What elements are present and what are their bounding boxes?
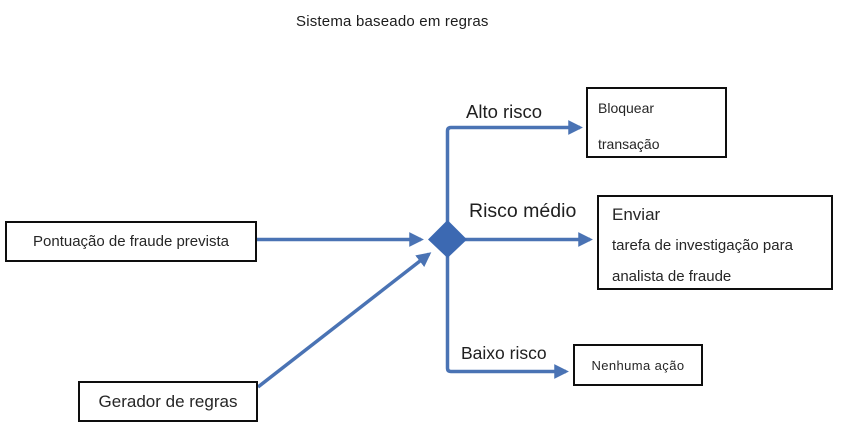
node-bloquear-line-2: transação <box>598 136 660 152</box>
node-nenhuma-label: Nenhuma ação <box>591 357 685 373</box>
node-gerador-label: Gerador de regras <box>98 391 238 411</box>
connector-decision-to-nenhuma <box>445 256 569 379</box>
edge-label-alto-risco: Alto risco <box>466 101 543 122</box>
diagram-title: Sistema baseado em regras <box>296 13 489 30</box>
node-pontuacao: Pontuação de fraude prevista <box>5 221 257 262</box>
node-pontuacao-label: Pontuação de fraude prevista <box>33 233 229 250</box>
node-enviar-line-2: tarefa de investigação para <box>612 237 793 254</box>
connector-gerador-to-decision <box>256 252 432 389</box>
node-enviar-line-3: analista de fraude <box>612 268 732 285</box>
node-nenhuma-acao: Nenhuma ação <box>573 344 703 386</box>
node-enviar-line-1: Enviar <box>612 205 661 224</box>
edge-label-baixo-risco: Baixo risco <box>461 343 547 363</box>
edge-label-risco-medio: Risco médio <box>469 200 577 222</box>
node-bloquear-transacao: Bloquear transação <box>586 87 727 158</box>
connector-decision-to-bloquear <box>445 120 583 222</box>
decision-diamond-icon <box>428 220 467 258</box>
node-enviar-tarefa: Enviar tarefa de investigação para anali… <box>597 195 833 290</box>
node-gerador: Gerador de regras <box>78 381 258 422</box>
node-bloquear-line-1: Bloquear <box>598 100 655 116</box>
